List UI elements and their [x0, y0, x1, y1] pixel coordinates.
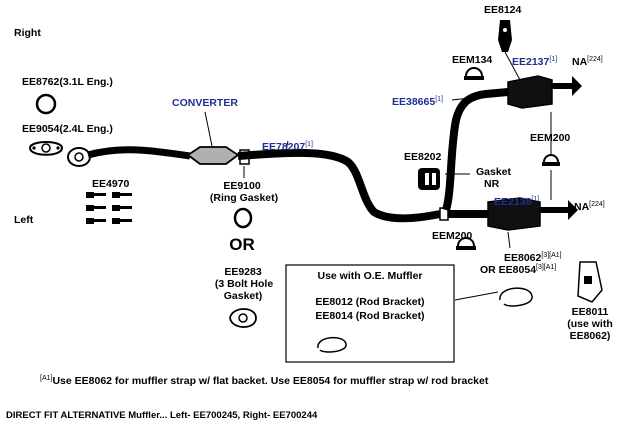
- clamp-eem200-left: [456, 237, 476, 250]
- ee2138-label: EE2138[1]: [494, 196, 540, 208]
- catalytic-converter: [186, 146, 240, 165]
- box-line-2: EE8014 (Rod Bracket): [315, 310, 425, 322]
- ee8124-pointer: [504, 51, 521, 81]
- ee78207-label: EE78207[1]: [262, 141, 314, 153]
- ee38665-label: EE38665[1]: [392, 96, 444, 108]
- ee38665-pointer: [451, 97, 471, 101]
- na-bottom-label: NA[224]: [574, 201, 605, 213]
- caption: DIRECT FIT ALTERNATIVE Muffler... Left- …: [6, 410, 318, 421]
- na-top-label: NA[224]: [572, 56, 603, 68]
- ee8762-label: EE8762(3.1L Eng.): [22, 76, 113, 88]
- ring-gasket-ee9100: [233, 207, 253, 229]
- ee8011-use-label: (use with: [567, 318, 613, 330]
- gasket-nr-label-1: Gasket: [476, 166, 512, 178]
- ee4970-label: EE4970: [92, 178, 130, 190]
- gasket-ee9283: [229, 308, 257, 328]
- ee9054-label: EE9054(2.4L Eng.): [22, 123, 113, 135]
- clamp-eem134: [464, 67, 484, 80]
- eem134-label: EEM134: [452, 54, 493, 66]
- ee8011-label: EE8011: [571, 306, 609, 318]
- converter-pointer: [204, 111, 213, 147]
- ee78207-pointer: [285, 140, 289, 151]
- side-left-label: Left: [14, 214, 34, 226]
- ee8054-label: OR EE8054[3][A1]: [480, 264, 557, 276]
- footnote: [A1]Use EE8062 for muffler strap w/ flat…: [40, 375, 489, 387]
- hanger-ee8124: [498, 20, 512, 52]
- converter-label: CONVERTER: [172, 97, 238, 109]
- strap-ee8062: [499, 287, 533, 307]
- ring-gasket-ee8762: [35, 93, 57, 115]
- ee9100-label: EE9100: [223, 180, 261, 192]
- side-right-label: Right: [14, 27, 41, 39]
- ee8202-label: EE8202: [404, 151, 442, 163]
- intermediate-pipe: [237, 148, 441, 223]
- gasket-ee9054: [28, 141, 64, 156]
- muffler-left-ee2138: [487, 197, 578, 231]
- ee8062-label: EE8062[3][A1]: [504, 252, 562, 264]
- or-label: OR: [229, 235, 255, 254]
- ee8011-ref-label: EE8062): [569, 330, 611, 342]
- eem200-right-label: EEM200: [530, 132, 571, 144]
- eem200-left-label: EEM200: [432, 230, 473, 242]
- muffler-right-ee2137: [507, 75, 582, 109]
- bolt-set-ee4970: [86, 192, 132, 224]
- rod-bracket-icon: [317, 336, 347, 353]
- ee2137-label: EE2137[1]: [512, 56, 558, 68]
- box-title: Use with O.E. Muffler: [317, 270, 423, 282]
- three-bolt-label: (3 Bolt Hole: [214, 278, 274, 290]
- ee9283-label: EE9283: [224, 266, 262, 278]
- box-pointer: [454, 291, 499, 301]
- front-pipe: [87, 146, 191, 160]
- ee8062-pointer: [507, 231, 511, 249]
- clamp-eem200-right: [542, 154, 560, 166]
- bracket-ee8011: [577, 261, 603, 303]
- y-pipe-upper: [442, 88, 509, 212]
- gasket-nr-label-2: NR: [484, 178, 500, 190]
- oe-muffler-box: [285, 264, 455, 363]
- gasket-close-label: Gasket): [223, 290, 263, 302]
- hanger-ee8202: [418, 168, 440, 190]
- inlet-flange: [67, 147, 91, 167]
- ee8124-label: EE8124: [484, 4, 522, 16]
- box-line-1: EE8012 (Rod Bracket): [315, 296, 425, 308]
- ring-gasket-label: (Ring Gasket): [209, 192, 279, 204]
